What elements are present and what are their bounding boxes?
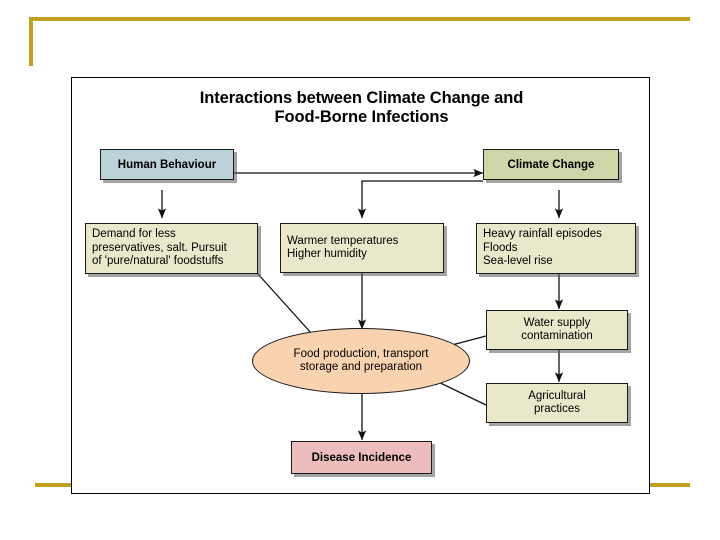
- node-disease-incidence[interactable]: Disease Incidence: [291, 441, 432, 474]
- node-food-production-line-2: storage and preparation: [299, 361, 423, 373]
- diagram-panel: Interactions between Climate Change and …: [71, 77, 650, 494]
- node-demand-line-3: of 'pure/natural' foodstuffs: [92, 255, 224, 268]
- node-rainfall-line-1: Heavy rainfall episodes: [483, 228, 602, 241]
- diagram-title: Interactions between Climate Change and …: [72, 89, 651, 127]
- node-water-supply-line-1: Water supply: [523, 316, 591, 329]
- node-disease-incidence-label: Disease Incidence: [311, 451, 412, 464]
- node-agricultural-text: Agricultural practices: [487, 390, 627, 417]
- node-water-supply-text: Water supply contamination: [487, 317, 627, 344]
- node-climate-change[interactable]: Climate Change: [483, 149, 619, 180]
- diagram-title-line-1: Interactions between Climate Change and: [199, 89, 524, 107]
- node-heavy-rainfall[interactable]: Heavy rainfall episodes Floods Sea-level…: [476, 223, 636, 274]
- node-agricultural-line-2: practices: [533, 403, 581, 415]
- node-climate-change-label: Climate Change: [507, 158, 595, 171]
- node-demand-line-2: preservatives, salt. Pursuit: [92, 241, 227, 254]
- node-human-behaviour-label: Human Behaviour: [117, 158, 217, 171]
- node-demand[interactable]: Demand for less preservatives, salt. Pur…: [85, 223, 258, 274]
- node-agricultural-line-1: Agricultural: [528, 389, 586, 402]
- diagram-title-line-2: Food-Borne Infections: [274, 108, 449, 126]
- node-warmer-line-1: Warmer temperatures: [287, 234, 399, 247]
- edge-climate-change-to-warmer: [357, 180, 483, 219]
- node-rainfall-line-2: Floods: [483, 241, 518, 254]
- node-agricultural-practices[interactable]: Agricultural practices: [486, 383, 628, 423]
- node-warmer-text: Warmer temperatures Higher humidity: [281, 235, 443, 262]
- node-food-production[interactable]: Food production, transport storage and p…: [252, 328, 470, 394]
- node-water-supply-line-2: contamination: [521, 330, 593, 342]
- node-warmer-line-2: Higher humidity: [287, 248, 367, 260]
- node-human-behaviour[interactable]: Human Behaviour: [100, 149, 234, 180]
- node-water-supply-contamination[interactable]: Water supply contamination: [486, 310, 628, 350]
- node-demand-line-1: Demand for less: [92, 228, 176, 241]
- gold-rule-bottom-right: [648, 483, 690, 487]
- node-warmer-temperatures[interactable]: Warmer temperatures Higher humidity: [280, 223, 444, 273]
- node-food-production-line-1: Food production, transport: [293, 347, 429, 360]
- node-food-production-text: Food production, transport storage and p…: [294, 348, 429, 375]
- node-rainfall-line-3: Sea-level rise: [483, 255, 553, 268]
- connector-layer: [157, 168, 564, 441]
- node-demand-text: Demand for less preservatives, salt. Pur…: [86, 228, 257, 269]
- gold-rule-left: [29, 17, 33, 66]
- gold-rule-top: [29, 17, 690, 21]
- gold-rule-bottom-left: [35, 483, 75, 487]
- node-rainfall-text: Heavy rainfall episodes Floods Sea-level…: [477, 228, 635, 269]
